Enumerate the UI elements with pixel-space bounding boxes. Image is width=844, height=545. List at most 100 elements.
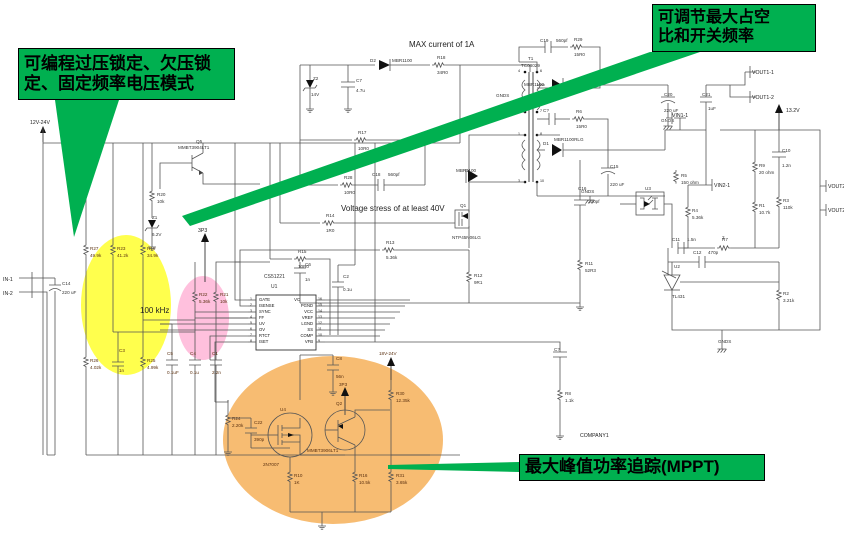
svg-text:9R1: 9R1 [474, 280, 483, 285]
svg-text:3P3: 3P3 [198, 228, 207, 234]
svg-text:41.2k: 41.2k [117, 253, 129, 258]
svg-text:2.20k: 2.20k [232, 423, 244, 428]
svg-text:15: 15 [318, 303, 322, 307]
svg-text:GNDS: GNDS [718, 339, 731, 344]
svg-text:100 kHz: 100 kHz [140, 306, 169, 315]
svg-text:7: 7 [540, 109, 542, 113]
timing-network: 100 kHz R22 5.36k R21 10k 3P3 C4 0.1u [140, 228, 248, 455]
callout-2-line2: 比和开关频率 [658, 28, 755, 45]
svg-text:6: 6 [540, 69, 542, 73]
svg-text:Z2: Z2 [313, 76, 319, 81]
svg-text:TC08029: TC08029 [521, 63, 540, 68]
svg-text:R22: R22 [199, 292, 208, 297]
svg-text:3: 3 [250, 309, 252, 313]
svg-text:C18: C18 [372, 172, 381, 177]
svg-text:GNDS: GNDS [661, 118, 674, 123]
svg-text:ISENSE: ISENSE [259, 303, 275, 308]
svg-text:R23: R23 [117, 246, 126, 251]
svg-text:4.02k: 4.02k [90, 365, 102, 370]
svg-text:TL431: TL431 [672, 294, 685, 299]
svg-text:10R0: 10R0 [344, 190, 355, 195]
svg-text:C?: C? [554, 347, 560, 352]
svg-text:R11: R11 [585, 261, 594, 266]
svg-text:4: 4 [250, 315, 252, 319]
svg-text:5.36k: 5.36k [199, 299, 211, 304]
svg-text:4: 4 [518, 69, 520, 73]
svg-text:2.2n: 2.2n [212, 370, 221, 375]
callout-duty-text: 可调节最大占空 比和开关频率 [652, 4, 816, 52]
svg-text:14: 14 [318, 309, 322, 313]
svg-text:110k: 110k [783, 205, 793, 210]
svg-text:C20: C20 [664, 92, 673, 97]
svg-text:R5: R5 [681, 173, 687, 178]
svg-text:34.9k: 34.9k [147, 253, 159, 258]
svg-text:16: 16 [318, 297, 322, 301]
svg-text:Q2: Q2 [336, 401, 343, 406]
svg-text:8: 8 [250, 339, 252, 343]
svg-text:C15: C15 [610, 164, 619, 169]
svg-text:390p: 390p [254, 437, 265, 442]
svg-text:COMP: COMP [300, 333, 313, 338]
svg-text:C8: C8 [336, 356, 342, 361]
svg-text:R18: R18 [437, 55, 446, 60]
q5-section: Q5 MMBT3904LT1 R20 10k Z1 6.2V [144, 139, 260, 251]
svg-text:12V-24V: 12V-24V [30, 120, 50, 126]
svg-text:1uF: 1uF [708, 106, 716, 111]
svg-text:U1: U1 [271, 284, 278, 290]
svg-text:0.1u: 0.1u [190, 370, 199, 375]
svg-text:11: 11 [318, 327, 322, 331]
svg-text:MMBT3904LT1: MMBT3904LT1 [178, 145, 210, 150]
svg-text:R13: R13 [386, 240, 395, 245]
svg-text:R21: R21 [220, 292, 229, 297]
company-ground-section: C? R8 1.1k COMPANY1 [375, 341, 609, 440]
svg-text:4.99k: 4.99k [147, 365, 159, 370]
svg-text:560pf: 560pf [556, 38, 568, 43]
svg-text:U2: U2 [674, 264, 680, 269]
svg-text:VC: VC [294, 297, 300, 302]
svg-text:C22: C22 [254, 420, 263, 425]
svg-text:GNDS: GNDS [581, 189, 594, 194]
callout-programmable-text: 可编程过压锁定、欠压锁 定、固定频率电压模式 [18, 48, 235, 100]
svg-text:Q1: Q1 [460, 203, 467, 208]
svg-text:VOUT2-2: VOUT2-2 [828, 208, 844, 214]
svg-text:C4: C4 [190, 351, 196, 356]
svg-text:18V-24V: 18V-24V [379, 351, 398, 356]
svg-text:13: 13 [318, 315, 322, 319]
svg-text:10: 10 [540, 179, 544, 183]
svg-text:MBR1100: MBR1100 [392, 58, 413, 63]
svg-text:U3: U3 [645, 186, 651, 191]
svg-text:15R0: 15R0 [574, 52, 585, 57]
svg-text:1: 1 [250, 297, 252, 301]
svg-text:VIN1-1: VIN1-1 [672, 113, 688, 119]
svg-text:VOUT1-1: VOUT1-1 [752, 70, 774, 76]
svg-text:IN-2: IN-2 [3, 291, 13, 297]
svg-text:R3: R3 [783, 198, 789, 203]
svg-text:MMBT3906LT1: MMBT3906LT1 [307, 448, 339, 453]
svg-text:34R0: 34R0 [437, 70, 448, 75]
svg-text:Q5: Q5 [196, 139, 203, 144]
svg-text:R10: R10 [294, 473, 303, 478]
svg-text:C19: C19 [540, 38, 549, 43]
highlight-yellow [81, 235, 171, 375]
svg-text:R27: R27 [90, 246, 99, 251]
svg-text:C1: C1 [212, 351, 218, 356]
svg-text:PGND: PGND [301, 303, 313, 308]
svg-text:220 uF: 220 uF [62, 290, 76, 295]
callout-2-line1: 可调节最大占空 [658, 9, 771, 27]
svg-text:ISET: ISET [259, 339, 269, 344]
svg-text:R12: R12 [474, 273, 483, 278]
svg-text:VREF: VREF [302, 315, 314, 320]
svg-text:9: 9 [318, 339, 320, 343]
svg-text:1R0: 1R0 [326, 228, 335, 233]
svg-text:C?: C? [543, 108, 549, 113]
svg-text:20 ohm: 20 ohm [759, 170, 774, 175]
svg-text:RTCT: RTCT [259, 333, 271, 338]
svg-text:COMPANY1: COMPANY1 [580, 433, 609, 439]
callout-1-line1: 可编程过压锁定、欠压锁 [24, 53, 211, 73]
svg-text:C7: C7 [356, 78, 362, 83]
svg-text:R31: R31 [396, 473, 405, 478]
feedback-divider-network: R27 49.9k R26 4.02k R23 41.2k C3 1n R19 [43, 142, 460, 455]
svg-text:220 uF: 220 uF [610, 182, 624, 187]
svg-text:R25: R25 [147, 358, 156, 363]
